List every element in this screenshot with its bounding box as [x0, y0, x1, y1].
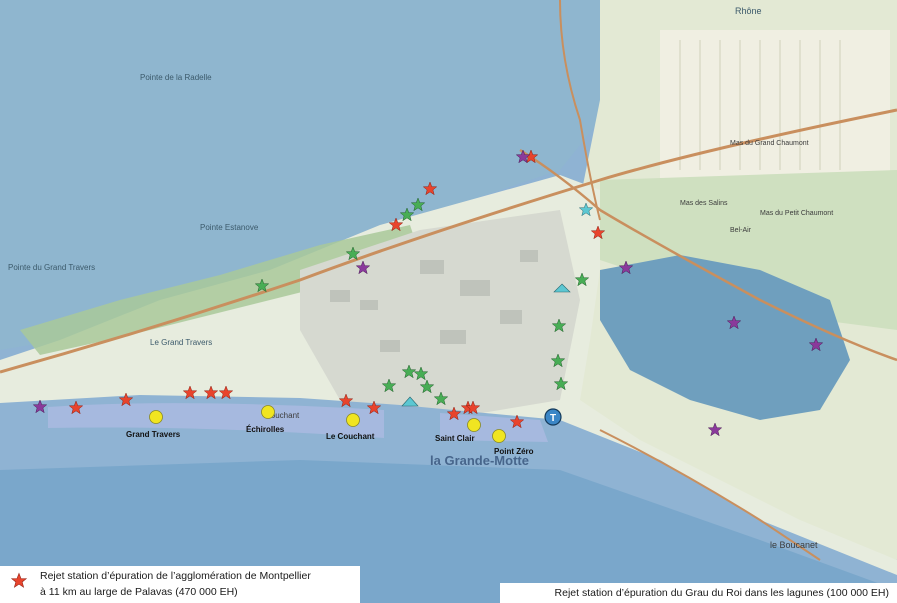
t-marker-label: T — [550, 413, 556, 424]
label-mas-petit-chaumont: Mas du Petit Chaumont — [760, 210, 833, 217]
label-pointe-estanove: Pointe Estanove — [200, 223, 259, 232]
beach-label-grand-travers: Grand Travers — [126, 430, 181, 439]
fields-area — [660, 30, 890, 180]
beach-dot-echirolles[interactable] — [261, 405, 275, 419]
label-pointe-radelle: Pointe de la Radelle — [140, 73, 212, 82]
beach-label-point-zero: Point Zéro — [494, 447, 534, 456]
beach-label-saint-clair: Saint Clair — [435, 434, 475, 443]
label-pointe-grand-travers: Pointe du Grand Travers — [8, 263, 95, 272]
beach-dot-saint-clair[interactable] — [467, 418, 481, 432]
sail-marker-icon[interactable] — [401, 396, 419, 407]
label-bel-air: Bel-Air — [730, 227, 752, 234]
legend-text-line2: à 11 km au large de Palavas (470 000 EH) — [40, 586, 238, 598]
legend-box — [0, 566, 360, 603]
right-caption-box — [500, 583, 897, 603]
label-rhone: Rhône — [735, 6, 762, 16]
green-fields — [600, 170, 897, 330]
lagoon-etang-or — [0, 0, 620, 350]
sail-marker-icon[interactable] — [553, 283, 571, 293]
t-marker-icon[interactable] — [544, 408, 562, 426]
road-main — [0, 108, 897, 374]
label-boucanet: le Boucanet — [770, 540, 818, 550]
lagoon-ponant — [600, 255, 850, 420]
road-east — [519, 148, 897, 362]
label-mas-salins: Mas des Salins — [680, 200, 728, 207]
beach-label-le-couchant: Le Couchant — [326, 432, 375, 441]
beach-dot-grand-travers[interactable] — [149, 410, 163, 424]
road-north — [559, 0, 601, 221]
urban-area — [300, 210, 580, 420]
vegetation-strip — [20, 225, 420, 355]
label-mas-grand-chaumont: Mas du Grand Chaumont — [730, 140, 809, 147]
beach-dot-point-zero[interactable] — [492, 429, 506, 443]
beach-zone-west — [48, 403, 384, 438]
beach-dot-le-couchant[interactable] — [346, 413, 360, 427]
legend-text-line1: Rejet station d’épuration de l’aggloméra… — [40, 570, 311, 582]
right-caption: Rejet station d’épuration du Grau du Roi… — [554, 587, 889, 599]
label-grande-motte: la Grande-Motte — [430, 453, 529, 468]
label-grand-travers-area: Le Grand Travers — [150, 338, 212, 347]
legend-red-star-icon — [11, 572, 27, 588]
beach-label-echirolles: Échirolles — [246, 425, 285, 434]
label-couchant-map: Couchant — [265, 411, 300, 420]
road-coast-east — [599, 429, 821, 561]
